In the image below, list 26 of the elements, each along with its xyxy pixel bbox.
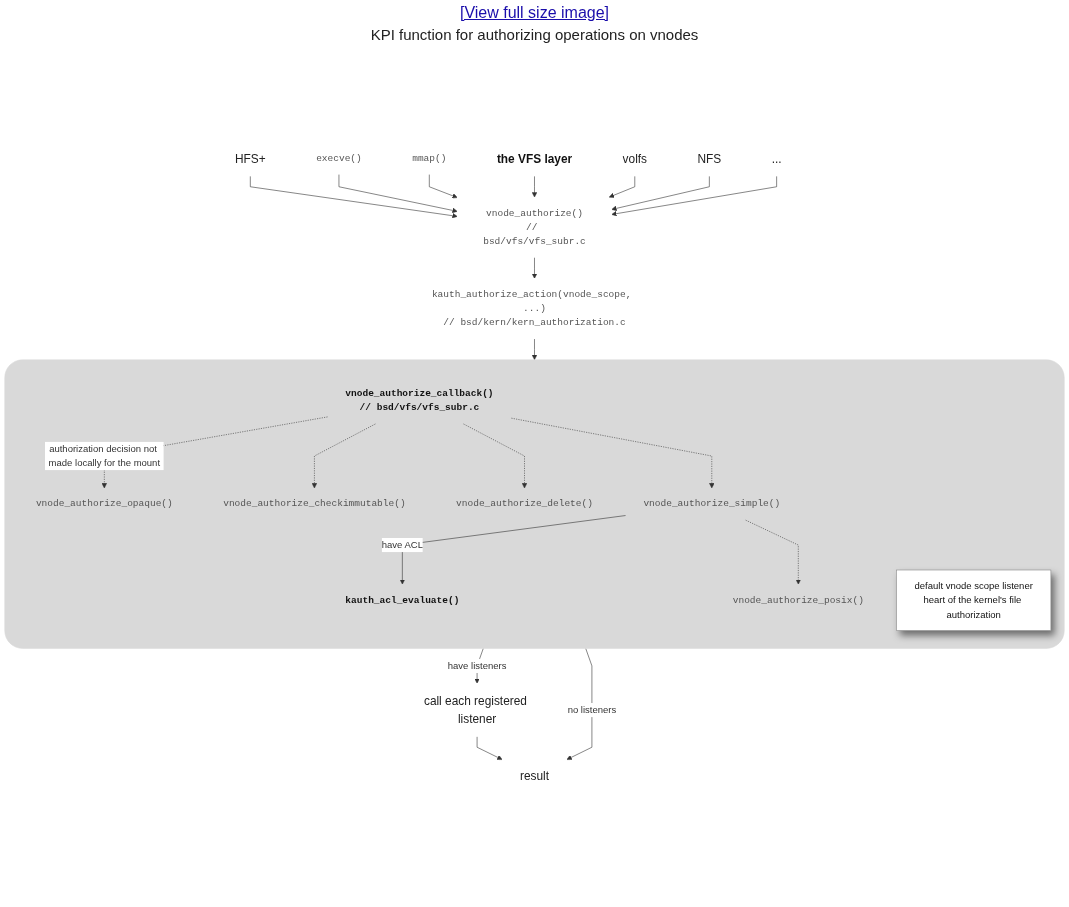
function-label: vnode_authorize_delete()	[456, 498, 593, 510]
group-heading: vnode_authorize_callback() // bsd/vfs/vfs_subr.c	[345, 388, 494, 414]
text-label: the VFS layer	[496, 152, 573, 166]
function-label: vnode_authorize_checkimmutable()	[223, 498, 406, 510]
note-card: default vnode scope listener heart of the kernel's file authorization	[896, 569, 1052, 631]
edge-label: authorization decision not made locally for the mount	[44, 441, 164, 471]
text-label: NFS	[697, 152, 722, 166]
text-label: HFS+	[235, 152, 266, 166]
text-label: ...	[771, 152, 782, 166]
function-label: vnode_authorize_posix()	[732, 594, 864, 606]
function-label: vnode_authorize_opaque()	[35, 498, 173, 510]
function-label: vnode_authorize() // bsd/vfs/vfs_subr.c	[483, 207, 586, 247]
note-text: KPI function for authorizing operations on vnodes	[369, 26, 700, 43]
function-label: kauth_authorize_action(vnode_scope, ...) // bsd/kern/kern_authorization.c	[431, 289, 632, 329]
edge-label: have ACL	[381, 537, 423, 553]
scope-panel	[4, 359, 1065, 649]
edge-label: no listeners	[567, 703, 617, 718]
link: [View full size image]	[459, 4, 610, 21]
function-label: mmap()	[412, 153, 447, 164]
text-label: call each registered listener	[423, 694, 527, 726]
function-label: execve()	[316, 153, 362, 164]
edge-label: have listeners	[447, 658, 507, 673]
text-label: result	[520, 768, 549, 782]
text-label: volfs	[622, 152, 647, 166]
function-label: vnode_authorize_simple()	[643, 498, 781, 510]
function-label: kauth_acl_evaluate()	[345, 594, 460, 606]
